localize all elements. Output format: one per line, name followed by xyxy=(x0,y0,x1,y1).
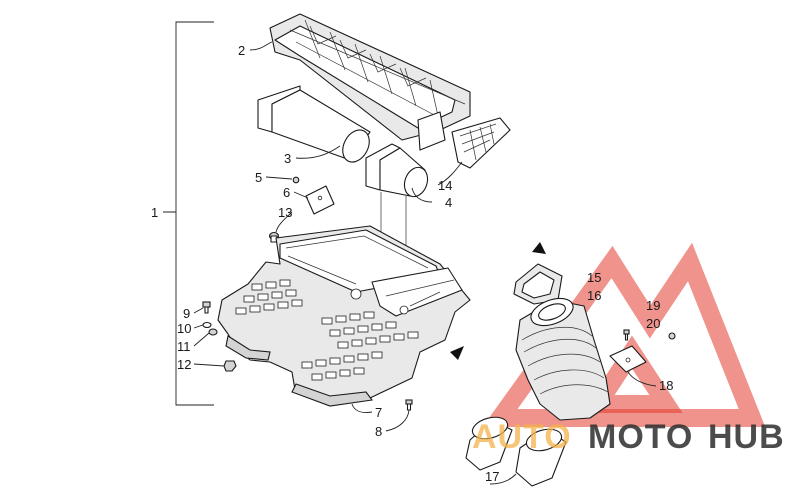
direction-arrow-right xyxy=(532,242,546,254)
callout-9: 9 xyxy=(183,306,190,321)
fastener-9 xyxy=(202,301,211,314)
cover-plate xyxy=(305,185,335,215)
watermark-moto: MOTO xyxy=(588,418,693,456)
callout-13: 13 xyxy=(278,205,292,220)
screw-5 xyxy=(292,176,300,184)
intake-boot xyxy=(515,297,611,421)
direction-arrow-main xyxy=(450,346,464,360)
watermark-hub: HUB xyxy=(708,418,785,456)
clamp-bracket xyxy=(609,345,647,373)
grommet-13 xyxy=(268,231,280,243)
callout-5: 5 xyxy=(255,170,262,185)
intake-screen xyxy=(451,117,511,169)
callout-14: 14 xyxy=(438,178,452,193)
callout-7: 7 xyxy=(375,405,382,420)
intake-duct-right xyxy=(365,143,429,198)
seal-15 xyxy=(513,263,563,305)
intake-housing xyxy=(269,13,471,151)
watermark-text: AUTO MOTO HUB xyxy=(472,418,785,456)
callout-3: 3 xyxy=(284,151,291,166)
watermark-auto: AUTO xyxy=(472,418,572,456)
callout-2: 2 xyxy=(238,43,245,58)
callout-12: 12 xyxy=(177,357,191,372)
callout-20: 20 xyxy=(646,316,660,331)
screw-20 xyxy=(668,332,676,340)
callout-8: 8 xyxy=(375,424,382,439)
group-bracket xyxy=(163,21,214,406)
callout-19: 19 xyxy=(646,298,660,313)
watermark-logo xyxy=(482,242,766,427)
fastener-12 xyxy=(223,360,237,372)
callout-10: 10 xyxy=(177,321,191,336)
callout-17: 17 xyxy=(485,469,499,484)
leader-lines xyxy=(193,41,657,485)
washer-10 xyxy=(202,321,212,329)
callout-4: 4 xyxy=(445,195,452,210)
nut-11 xyxy=(208,328,218,336)
callout-1: 1 xyxy=(151,205,158,220)
callout-11: 11 xyxy=(177,339,191,354)
inlet-tube-17 xyxy=(465,416,567,487)
callout-6: 6 xyxy=(283,185,290,200)
callout-15: 15 xyxy=(587,270,601,285)
base-panel-grille xyxy=(235,279,419,381)
screw-19 xyxy=(623,329,630,341)
base-panel xyxy=(217,225,471,407)
callout-16: 16 xyxy=(587,288,601,303)
callout-18: 18 xyxy=(659,378,673,393)
intake-duct-left xyxy=(257,85,371,163)
fastener-8 xyxy=(405,399,413,411)
